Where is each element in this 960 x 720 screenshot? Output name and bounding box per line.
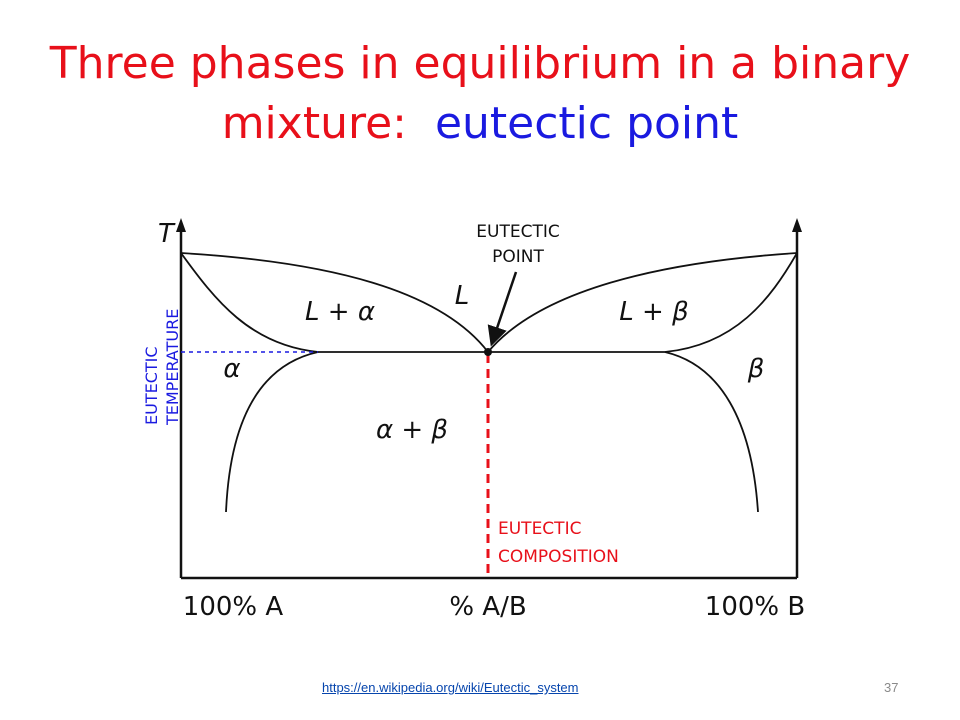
left-axis-arrow	[176, 218, 186, 232]
eutectic-composition-label-2: COMPOSITION	[498, 547, 619, 567]
x-label-right: 100% B	[705, 592, 805, 622]
eutectic-temperature-label: EUTECTIC TEMPERATURE	[142, 309, 182, 426]
right-axis-arrow	[792, 218, 802, 232]
title-highlight: eutectic point	[434, 98, 739, 149]
source-link[interactable]: https://en.wikipedia.org/wiki/Eutectic_s…	[322, 680, 579, 695]
eutectic-temperature-label-2: TEMPERATURE	[163, 309, 182, 426]
x-label-center: % A/B	[449, 592, 526, 622]
region-l-alpha-label: L + α	[305, 297, 375, 327]
title-line-1: Three phases in equilibrium in a binary	[49, 38, 911, 89]
eutectic-temperature-label-1: EUTECTIC	[142, 346, 161, 425]
solidus-left	[180, 252, 319, 353]
eutectic-point-label-1: EUTECTIC	[476, 222, 559, 242]
eutectic-point-marker	[484, 348, 492, 356]
solidus-right	[664, 252, 798, 353]
solvus-right	[664, 351, 759, 513]
eutectic-point-arrow	[487, 271, 518, 347]
region-alpha-beta-label: α + β	[376, 415, 448, 445]
eutectic-composition-label-1: EUTECTIC	[498, 519, 581, 539]
page-number: 37	[884, 680, 899, 695]
eutectic-point-label-2: POINT	[492, 247, 544, 267]
solvus-left	[225, 351, 319, 513]
liquidus-left	[180, 252, 489, 353]
title-line-2-prefix: mixture:	[221, 98, 407, 149]
x-label-left: 100% A	[183, 592, 284, 622]
liquidus-right	[487, 252, 798, 353]
region-liquid-label: L	[455, 281, 470, 311]
slide-title: Three phases in equilibrium in a binary …	[40, 34, 920, 154]
axis-label-t: T	[158, 219, 176, 249]
region-l-beta-label: L + β	[619, 297, 688, 327]
region-alpha-label: α	[223, 354, 240, 384]
region-beta-label: β	[747, 354, 765, 384]
